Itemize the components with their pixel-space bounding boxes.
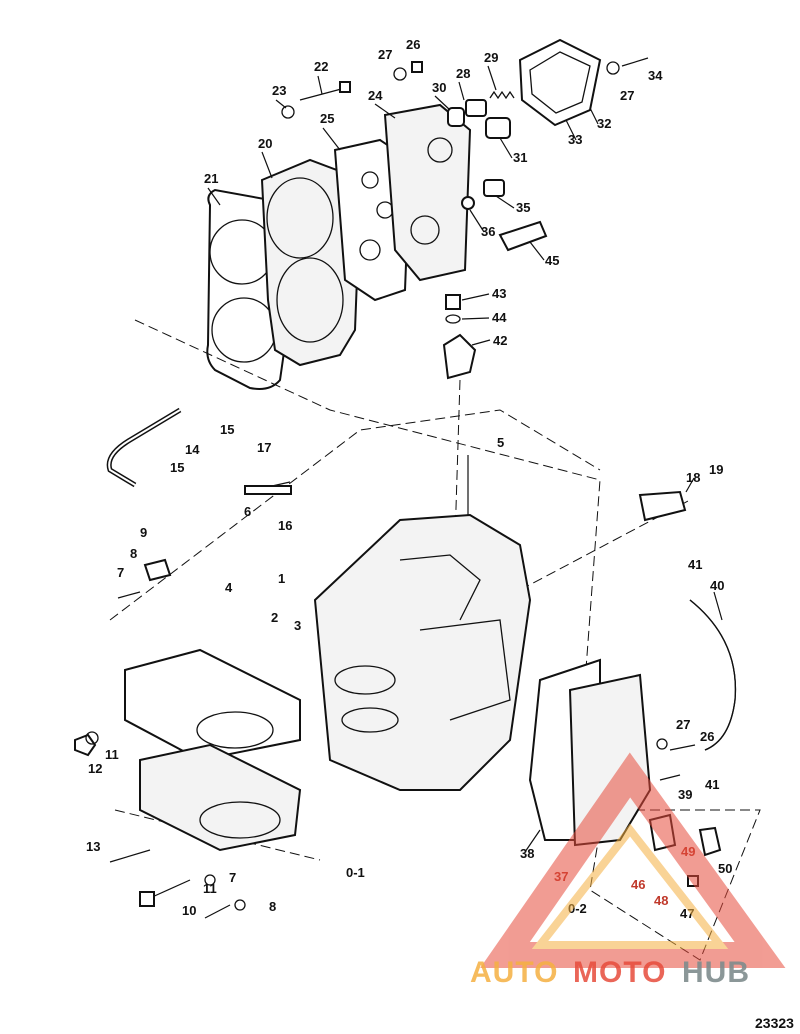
- callout-label: 35: [516, 200, 530, 215]
- callout-label: 32: [597, 116, 611, 131]
- callout-label: 26: [406, 37, 420, 52]
- callout-label: 3: [294, 618, 301, 633]
- callout-label: 4: [225, 580, 233, 595]
- callout-label: 28: [456, 66, 470, 81]
- callout-label: 21: [204, 171, 218, 186]
- callout-label: 24: [368, 88, 383, 103]
- watermark-text: AUTO MOTO HUB: [470, 956, 750, 989]
- leader-lines: [207, 65, 723, 853]
- callout-label: 36: [481, 224, 495, 239]
- watermark-part-hub: HUB: [682, 956, 750, 989]
- callout-label: 8: [269, 899, 276, 914]
- callout-label: 27: [378, 47, 392, 62]
- callout-label: 50: [718, 861, 732, 876]
- callout-label: 34: [648, 68, 663, 83]
- callout-label: 31: [513, 150, 527, 165]
- callout-label: 41: [705, 777, 719, 792]
- callout-label: 48: [654, 893, 668, 908]
- callout-label: 27: [676, 717, 690, 732]
- callout-label: 17: [257, 440, 271, 455]
- callout-label: 44: [492, 310, 507, 325]
- callout-label: 14: [185, 442, 200, 457]
- callout-label: 41: [688, 557, 702, 572]
- watermark-part-moto: MOTO: [573, 956, 666, 989]
- callout-label: 46: [631, 877, 645, 892]
- callout-label: 45: [545, 253, 559, 268]
- callout-label: 7: [117, 565, 124, 580]
- callout-label: 9: [140, 525, 147, 540]
- watermark-logo: [480, 752, 786, 968]
- callout-label: 30: [432, 80, 446, 95]
- callout-label: 22: [314, 59, 328, 74]
- callout-label: 25: [320, 111, 334, 126]
- callout-label: 11: [105, 747, 119, 762]
- callout-label: 7: [229, 870, 236, 885]
- callout-label: 2: [271, 610, 278, 625]
- upper-assembly: [206, 38, 649, 390]
- callout-label: 19: [709, 462, 723, 477]
- callout-label: 39: [678, 787, 692, 802]
- watermark-part-auto: AUTO: [470, 956, 558, 989]
- callout-label: 42: [493, 333, 507, 348]
- callout-label: 13: [86, 839, 100, 854]
- callout-label: 33: [568, 132, 582, 147]
- callout-label: 0-1: [346, 865, 365, 880]
- callout-label: 10: [182, 903, 196, 918]
- callout-label: 29: [484, 50, 498, 65]
- callout-label: 16: [278, 518, 292, 533]
- callout-label: 26: [700, 729, 714, 744]
- callout-label: 15: [170, 460, 184, 475]
- callout-label: 38: [520, 846, 534, 861]
- callout-label: 1: [278, 571, 285, 586]
- callout-label: 20: [258, 136, 272, 151]
- callout-label: 23: [272, 83, 286, 98]
- callout-label: 5: [497, 435, 504, 450]
- crankcase-assembly: [74, 407, 737, 919]
- callout-label: 6: [244, 504, 251, 519]
- callout-label: 11: [203, 881, 217, 896]
- callout-label: 18: [686, 470, 700, 485]
- callout-label: 27: [620, 88, 634, 103]
- callout-label: 12: [88, 761, 102, 776]
- callout-label: 15: [220, 422, 234, 437]
- callout-label: 8: [130, 546, 137, 561]
- figure-number: 23323: [755, 1015, 794, 1031]
- callout-label: 43: [492, 286, 506, 301]
- callout-label: 40: [710, 578, 724, 593]
